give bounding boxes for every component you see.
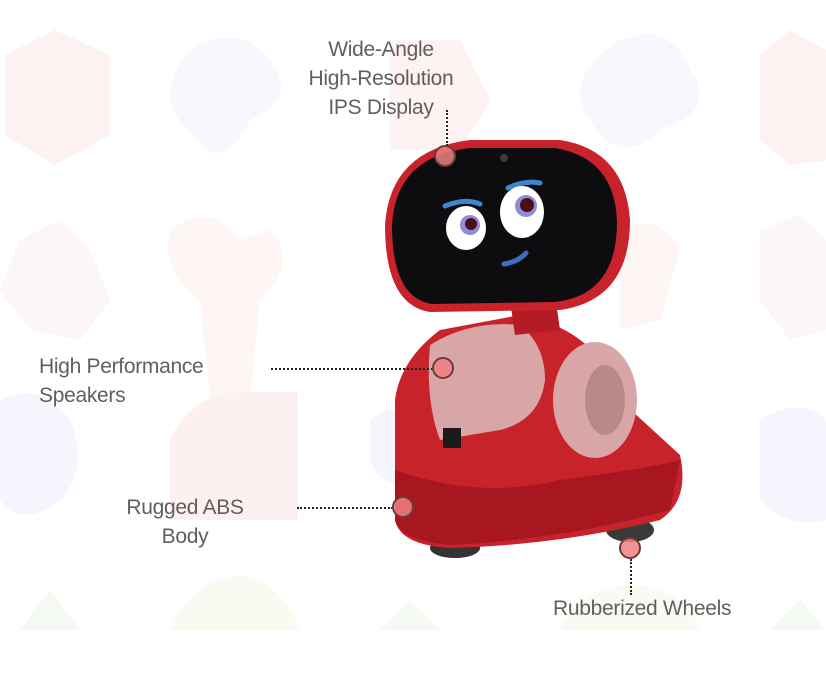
callout-speakers-leader	[271, 368, 433, 370]
right-eyebrow	[505, 179, 543, 191]
callout-display-leader	[446, 110, 448, 146]
callout-line: Body	[161, 525, 209, 548]
callout-line: High-Resolution	[308, 67, 454, 90]
callout-line: High Performance	[39, 355, 204, 378]
speaker-panel	[428, 324, 545, 440]
callout-line: Speakers	[39, 384, 126, 407]
callout-display-marker[interactable]	[434, 145, 456, 167]
callout-line: Wide-Angle	[328, 38, 434, 61]
callout-speakers-label: High Performance Speakers	[39, 352, 204, 410]
callout-wheels-label: Rubberized Wheels	[553, 594, 731, 623]
callout-wheels-leader	[630, 559, 632, 595]
callout-body-marker[interactable]	[392, 496, 414, 518]
camera-icon	[500, 154, 508, 162]
callout-body-leader	[297, 507, 393, 509]
callout-body-label: Rugged ABS Body	[110, 493, 260, 551]
callout-wheels-marker[interactable]	[619, 537, 641, 559]
callout-display-label: Wide-Angle High-Resolution IPS Display	[286, 35, 476, 122]
callout-speakers-marker[interactable]	[432, 357, 454, 379]
sensor-window	[443, 428, 461, 448]
callout-line: IPS Display	[328, 96, 434, 119]
callout-line: Rubberized Wheels	[553, 597, 732, 620]
callout-line: Rugged ABS	[126, 496, 244, 519]
mouth	[501, 250, 529, 267]
left-eyebrow	[442, 198, 483, 209]
